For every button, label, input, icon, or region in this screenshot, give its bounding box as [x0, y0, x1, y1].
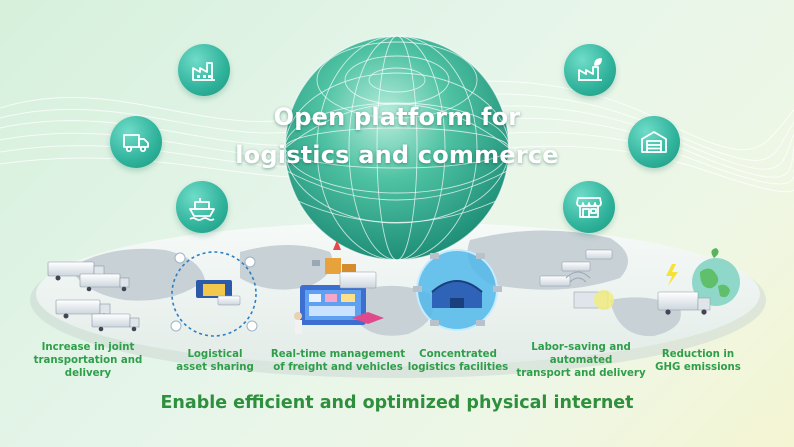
caption-asset-sharing: Logistical asset sharing	[163, 348, 267, 374]
ship-icon	[176, 181, 228, 233]
globe	[284, 35, 510, 261]
scene-asset-sharing	[170, 251, 258, 337]
plant-leaf-icon	[564, 44, 616, 96]
caption-line: automated	[549, 355, 613, 366]
caption-line: GHG emissions	[655, 362, 741, 373]
caption-realtime-management: Real-time management of freight and vehi…	[266, 348, 410, 374]
truck-icon	[110, 116, 162, 168]
world-map-platform	[30, 222, 766, 378]
title-line-1: Open platform for	[273, 103, 521, 131]
caption-ghg-reduction: Reduction in GHG emissions	[644, 348, 752, 374]
scene-logistics-facility	[413, 249, 502, 331]
caption-line: delivery	[64, 368, 112, 379]
warehouse-icon	[628, 116, 680, 168]
caption-line: transportation and	[33, 355, 143, 366]
footer-tagline: Enable efficient and optimized physical …	[160, 393, 634, 413]
title-line-2: logistics and commerce	[235, 141, 559, 169]
caption-line: Real-time management	[270, 349, 406, 360]
caption-joint-transportation: Increase in joint transportation and del…	[28, 341, 148, 380]
caption-line: Concentrated	[419, 349, 497, 360]
caption-line: Increase in joint	[41, 342, 135, 353]
factory-icon	[178, 44, 230, 96]
caption-line: asset sharing	[176, 362, 254, 373]
storefront-icon	[563, 181, 615, 233]
scene-realtime-management	[294, 240, 384, 334]
caption-line: logistics facilities	[407, 362, 509, 373]
scene-ghg-reduction	[657, 248, 740, 315]
caption-line: Labor-saving and	[531, 342, 631, 353]
scene-joint-transport-trucks	[47, 261, 140, 332]
caption-line: Reduction in	[661, 349, 735, 360]
caption-line: transport and delivery	[516, 368, 646, 379]
caption-line: of freight and vehicles	[273, 362, 403, 373]
caption-automated-transport: Labor-saving and automated transport and…	[514, 341, 648, 380]
scene-automated-transport	[539, 249, 614, 310]
caption-line: Logistical	[187, 349, 243, 360]
caption-logistics-facilities: Concentrated logistics facilities	[406, 348, 510, 374]
